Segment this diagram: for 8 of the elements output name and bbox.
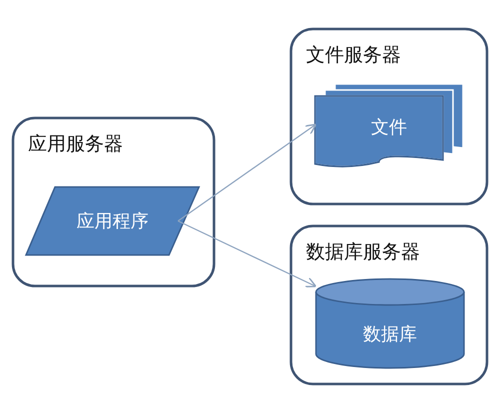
server-heading: 文件服务器 [306,43,401,68]
shape-label: 数据库 [363,323,417,346]
server-heading: 数据库服务器 [306,240,420,265]
arrow [178,220,317,288]
shape-label: 文件 [371,116,407,139]
shape-label: 应用程序 [76,210,148,233]
arrow [178,124,316,222]
server-heading: 应用服务器 [28,132,123,157]
